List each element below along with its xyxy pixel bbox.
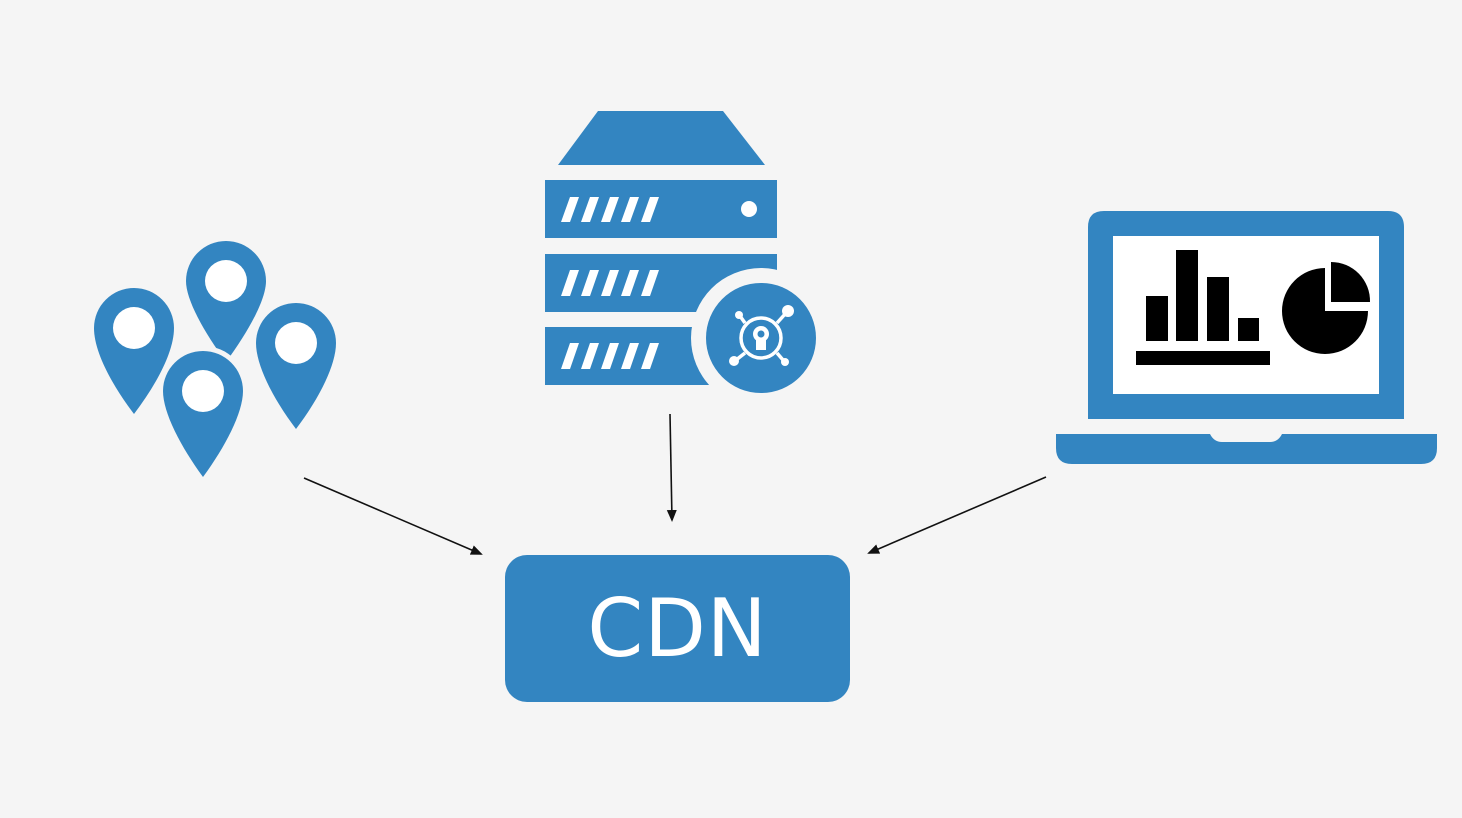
cdn-label: CDN — [587, 581, 768, 675]
status-light-icon — [741, 201, 757, 217]
location-pin-icon — [256, 303, 336, 429]
server-top-shape — [558, 111, 765, 165]
cdn-node: CDN — [505, 555, 850, 702]
arrow-locations-to-cdn — [303, 477, 483, 555]
connectors — [303, 413, 1047, 555]
security-lock-icon — [691, 268, 831, 408]
laptop-analytics-icon — [1056, 211, 1437, 464]
pie-chart-icon — [1282, 262, 1371, 354]
server-rack — [545, 180, 777, 238]
laptop-base — [1056, 434, 1437, 464]
bar-chart-icon — [1136, 250, 1270, 365]
secure-server-icon — [545, 111, 831, 408]
arrow-analytics-to-cdn — [867, 476, 1047, 554]
arrow-server-to-cdn — [666, 413, 677, 522]
location-pins-icon — [94, 241, 336, 482]
location-pin-icon — [158, 346, 248, 482]
location-pin-icon — [186, 241, 266, 362]
location-pin-icon — [94, 288, 174, 414]
